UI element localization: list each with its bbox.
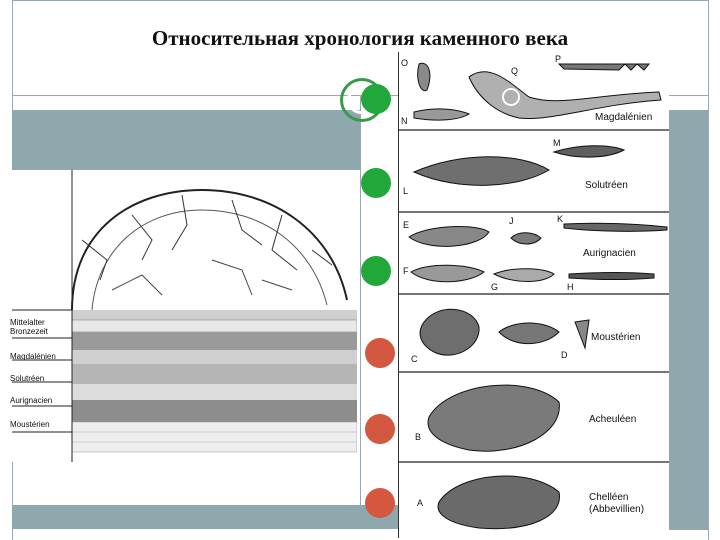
decor-ring-small (502, 88, 520, 106)
page-title: Относительная хронология каменного века (151, 26, 569, 50)
cave-section-drawing (12, 170, 357, 462)
period-label-acheuleen: Acheuléen (589, 414, 637, 425)
tool-letter-d: D (561, 350, 568, 360)
timeline-marker-6 (365, 488, 395, 518)
timeline-marker-2 (361, 168, 391, 198)
timeline-marker-1 (361, 84, 391, 114)
tool-letter-h: H (567, 282, 574, 292)
tool-letter-o: O (401, 58, 409, 68)
tools-plate: O Q P N M L E J K F G H C D B A Magdalén… (398, 52, 669, 538)
layer-label-magdalenien: Magdalénien (10, 352, 56, 361)
tool-letter-b: B (415, 432, 422, 442)
tool-letter-f: F (403, 266, 409, 276)
timeline-marker-4 (365, 338, 395, 368)
layer-label-bronze: Mittelalter Bronzezeit (10, 318, 48, 336)
tool-letter-m: M (553, 138, 561, 148)
tool-letter-c: C (411, 354, 418, 364)
period-label-magdalenien: Magdalénien (595, 112, 653, 123)
period-label-aurignacien: Aurignacien (583, 248, 636, 259)
period-label-mousterien: Moustérien (591, 332, 641, 343)
teal-band-top (12, 110, 360, 170)
timeline-marker-5 (365, 414, 395, 444)
cave-section-plate (12, 170, 357, 462)
layer-label-mousterien: Moustérien (10, 420, 50, 429)
tools-plate-rules (399, 62, 669, 530)
center-divider (360, 95, 361, 505)
tool-letter-n: N (401, 116, 408, 126)
teal-band-right (668, 110, 708, 530)
frame-top-line (12, 0, 708, 1)
tool-letter-l: L (403, 186, 409, 196)
tool-letter-j: J (509, 216, 514, 226)
layer-label-aurignacien: Aurignacien (10, 396, 53, 405)
timeline-marker-3 (361, 256, 391, 286)
tool-letter-p: P (555, 54, 562, 64)
period-label-chelleen: Chelléen (Abbevillien) (589, 492, 645, 515)
tool-letter-k: K (557, 214, 564, 224)
layer-label-solutreen: Solutréen (10, 374, 45, 383)
tool-letter-e: E (403, 220, 410, 230)
frame-right-line (708, 0, 709, 540)
tool-letter-a: A (417, 498, 424, 508)
tool-letter-q: Q (511, 66, 519, 76)
period-label-solutreen: Solutréen (585, 180, 628, 191)
tool-letter-g: G (491, 282, 499, 292)
